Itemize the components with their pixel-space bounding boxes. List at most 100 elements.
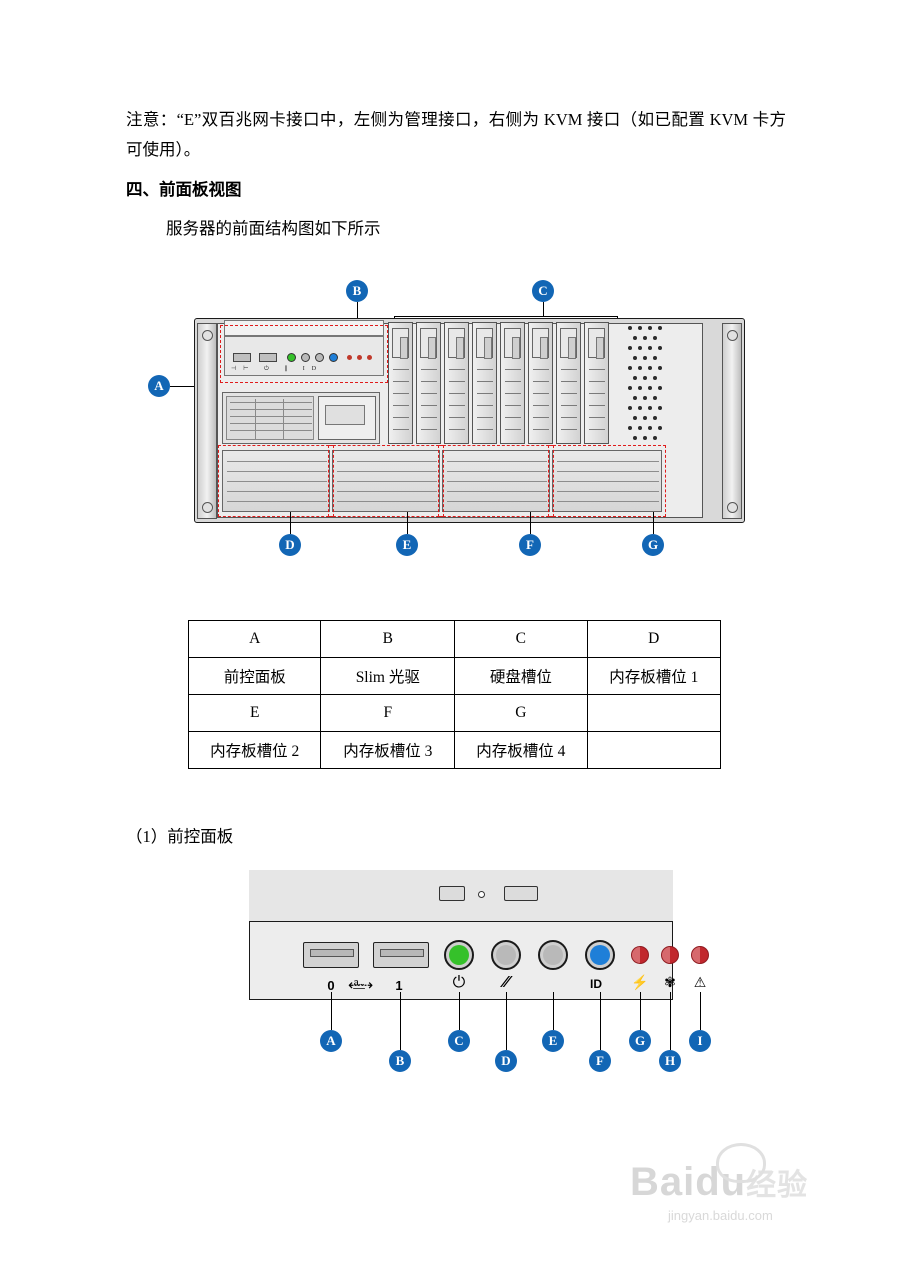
ear-screw-icon [202, 330, 213, 341]
memory-highlight-box [548, 445, 666, 517]
table-cell: A [187, 620, 322, 658]
table-cell: F [320, 694, 456, 732]
memory-board-slot-4 [552, 450, 662, 512]
nmi-button-icon [315, 353, 324, 362]
fan-led-icon: ✾ [664, 974, 676, 990]
alert-led-icon: ⚠ [693, 974, 707, 990]
memory-board-slot-1 [222, 450, 330, 512]
usb-symbol-icon: ⇠⇢ [348, 977, 374, 994]
usb-port-icon [259, 353, 277, 362]
hdd-bay [444, 322, 469, 444]
callout-c2: C [448, 1030, 470, 1052]
memory-board-slot-3 [442, 450, 550, 512]
callout-a2: A [320, 1030, 342, 1052]
id-button[interactable] [585, 940, 615, 970]
table-cell: E [187, 694, 322, 732]
power-led-icon: ⚡ [631, 974, 649, 990]
callout-b: B [346, 280, 368, 302]
chassis-ear-right [722, 323, 742, 519]
power-button[interactable] [444, 940, 474, 970]
section-heading: 四、前面板视图 [126, 181, 242, 199]
table-cell: C [454, 620, 588, 658]
id-label: ID [590, 977, 602, 991]
reset-button[interactable] [491, 940, 521, 970]
usb-port-1 [373, 942, 429, 968]
slim-drive-tray [318, 396, 376, 440]
figure2-caption: （1）前控面板 [126, 827, 234, 846]
ear-screw-icon [727, 330, 738, 341]
callout-c: C [532, 280, 554, 302]
leader-e2 [553, 992, 555, 1030]
usb1-label: 1 [395, 978, 403, 993]
callout-a: A [148, 375, 170, 397]
hdd-bay [416, 322, 441, 444]
leader-e [407, 512, 409, 534]
note-paragraph: 注意：“E”双百兆网卡接口中，左侧为管理接口，右侧为 KVM 接口（如已配置 K… [126, 110, 786, 159]
memory-highlight-box [328, 445, 444, 517]
table-cell: G [454, 694, 588, 732]
memory-highlight-box [438, 445, 554, 517]
server-front-figure: B C A [126, 270, 786, 570]
callout-b2: B [389, 1050, 411, 1072]
hdd-bay [500, 322, 525, 444]
fan-status-led [661, 946, 679, 964]
memory-board-group [218, 445, 666, 517]
alert-status-led [691, 946, 709, 964]
callout-g2: G [629, 1030, 651, 1052]
memory-highlight-box [218, 445, 334, 517]
leader-c [543, 302, 545, 316]
table-cell: B [320, 620, 456, 658]
table-cell [586, 731, 722, 769]
leader-f [530, 512, 532, 534]
memory-board-slot-2 [332, 450, 440, 512]
reset-icon: ∕∕ [503, 974, 509, 991]
power-button-icon [287, 353, 296, 362]
callout-f: F [519, 534, 541, 556]
table-cell: 前控面板 [187, 657, 322, 695]
callout-d: D [279, 534, 301, 556]
bezel-rect-icon [439, 886, 465, 901]
table-row: 内存板槽位 2 内存板槽位 3 内存板槽位 4 [187, 731, 722, 769]
table-cell: Slim 光驱 [320, 657, 456, 695]
watermark-logo-icon [716, 1143, 766, 1183]
usb-icon: ⎁ [352, 974, 366, 993]
hdd-bay [472, 322, 497, 444]
fcp-top-strip [224, 320, 384, 336]
bezel-hole-icon [478, 891, 485, 898]
leader-f2 [600, 992, 602, 1050]
intro-paragraph: 服务器的前面结构图如下所示 [166, 219, 381, 238]
usb-port-icon [233, 353, 251, 362]
nmi-button[interactable] [538, 940, 568, 970]
front-control-panel-strip: ⊣⊢ ⏻ ∥ ID [224, 336, 384, 376]
table-row: A B C D [187, 620, 722, 658]
fcp-highlight-box [220, 325, 388, 383]
callout-i2: I [689, 1030, 711, 1052]
chassis-vent [626, 322, 664, 444]
usb-port-0 [303, 942, 359, 968]
leader-d2 [506, 992, 508, 1050]
callout-e2: E [542, 1030, 564, 1052]
status-led-icon [367, 355, 372, 360]
table-cell: 内存板槽位 3 [320, 731, 456, 769]
table-row: 前控面板 Slim 光驱 硬盘槽位 内存板槽位 1 [187, 657, 722, 695]
leader-d [290, 512, 292, 534]
watermark-sub: jingyan.baidu.com [668, 1208, 773, 1223]
callout-f2: F [589, 1050, 611, 1072]
callout-h2: H [659, 1050, 681, 1072]
reset-button-icon [301, 353, 310, 362]
hdd-bay [528, 322, 553, 444]
leader-g [653, 512, 655, 534]
legend-table: A B C D 前控面板 Slim 光驱 硬盘槽位 内存板槽位 1 E F G … [187, 620, 722, 769]
leader-h2 [670, 992, 672, 1050]
ear-screw-icon [202, 502, 213, 513]
power-status-led [631, 946, 649, 964]
chassis-ear-left [197, 323, 217, 519]
leader-a2 [331, 992, 333, 1030]
fcp-symbol-row: ⊣⊢ ⏻ ∥ ID [231, 366, 324, 372]
hdd-bay-group [388, 322, 618, 444]
table-cell: 内存板槽位 4 [454, 731, 588, 769]
slim-grill [226, 396, 314, 440]
usb0-label: 0 [327, 978, 335, 993]
ear-screw-icon [727, 502, 738, 513]
